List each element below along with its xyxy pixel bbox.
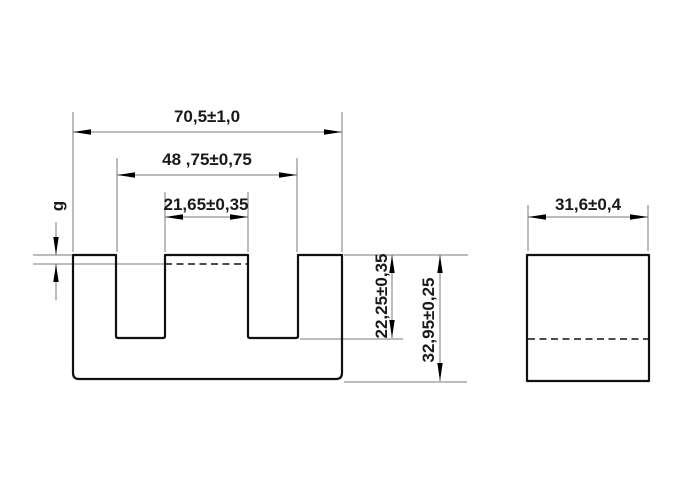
extension-lines — [33, 112, 649, 383]
front-view-outline — [71, 253, 344, 381]
overall-width-label: 70,5±1,0 — [174, 107, 240, 126]
window-outer-width-label: 48 ,75±0,75 — [162, 150, 252, 169]
total-height-label: 32,95±0,25 — [419, 278, 438, 363]
depth-label: 31,6±0,4 — [555, 195, 622, 214]
side-view-outline — [525, 253, 651, 383]
window-depth-label: 22,25±0,35 — [372, 254, 391, 339]
hidden-lines — [165, 263, 648, 340]
dimension-lines — [53, 129, 648, 381]
dimension-labels: 70,5±1,0 48 ,75±0,75 21,65±0,35 g 22,25±… — [48, 107, 622, 362]
center-leg-width-label: 21,65±0,35 — [164, 195, 249, 214]
air-gap-label: g — [48, 201, 67, 211]
